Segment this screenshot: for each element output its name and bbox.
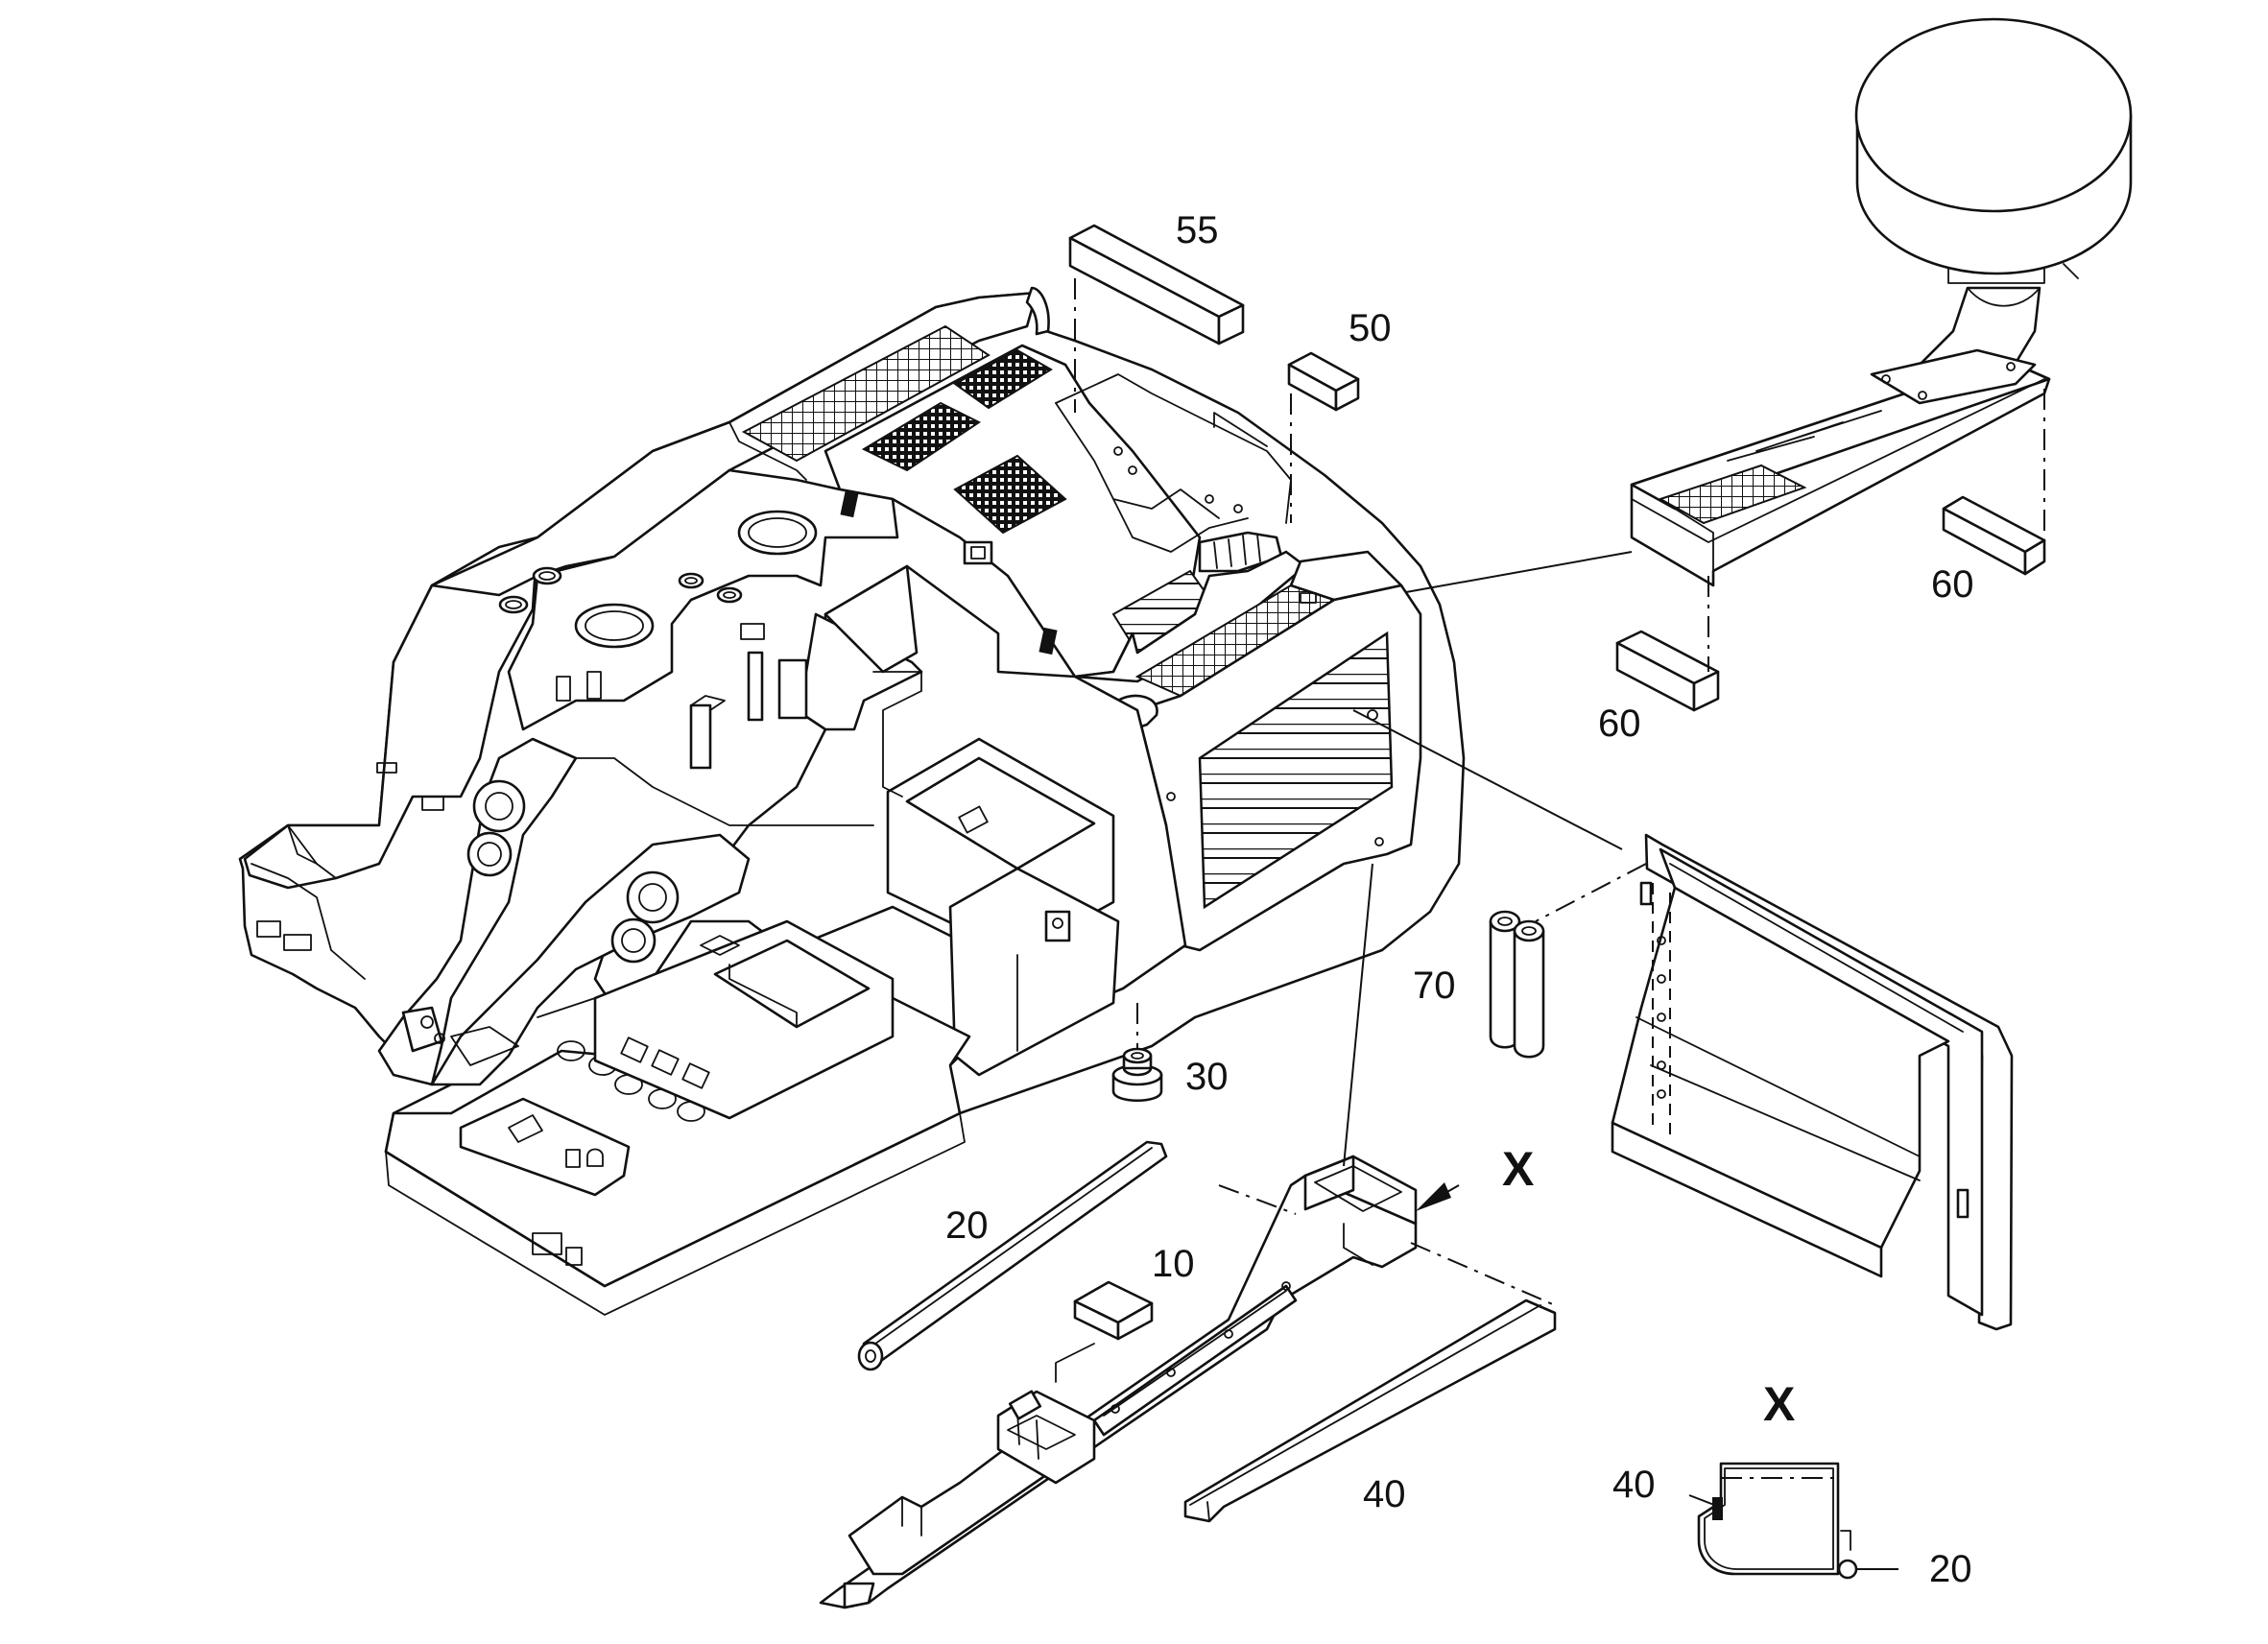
channel-frame (819, 1155, 1418, 1609)
left-top-grille (741, 324, 991, 463)
callout-70: 70 (1413, 965, 1456, 1007)
callout-30: 30 (1185, 1056, 1229, 1098)
light-slot (256, 920, 281, 938)
callout-60-lower: 60 (1598, 703, 1641, 745)
hood-vent-2 (953, 348, 1053, 410)
view-marker-x: X (1502, 1142, 1534, 1196)
part-40-strip (1183, 1299, 1557, 1523)
light-slot (283, 934, 312, 951)
box-latch (1044, 910, 1071, 942)
dash-line (1218, 1184, 1297, 1215)
hood-vent-3 (953, 454, 1067, 535)
callout-50: 50 (1349, 307, 1392, 349)
hood-vent-1 (861, 401, 981, 472)
leader-line (1352, 709, 1623, 850)
detail-callout-40: 40 (1612, 1464, 1656, 1506)
detail-callout-20: 20 (1929, 1548, 1972, 1590)
exhaust-pipe (1025, 286, 1050, 336)
part-30-mount (1111, 1047, 1163, 1102)
callout-55: 55 (1176, 209, 1219, 251)
part-10-pad (1073, 1280, 1154, 1341)
bracket-post (689, 703, 712, 770)
dash-line (1535, 863, 1647, 922)
part-60-block-lower (1615, 630, 1720, 712)
boom-foot-left (377, 737, 578, 1086)
detail-view-title: X (1763, 1377, 1795, 1431)
detail-view-x: X 40 20 (1612, 1377, 1972, 1590)
hood-switch (963, 540, 993, 565)
detail-strip-40 (1712, 1497, 1723, 1520)
deck-control-panel (459, 1097, 631, 1197)
dash-line (1410, 1242, 1556, 1306)
air-cleaner-grille (1658, 464, 1807, 525)
detail-rail-20 (1837, 1559, 1858, 1580)
part-50-block (1287, 351, 1360, 523)
callout-20: 20 (945, 1204, 989, 1247)
part-20-rail (857, 1140, 1168, 1371)
leader-line (1343, 863, 1373, 1167)
air-cleaner-assembly (1630, 17, 2133, 587)
machine-upper-frame (238, 286, 1466, 1316)
view-arrow-head (1416, 1182, 1451, 1211)
part-70-seals (1489, 910, 1545, 1059)
callout-60-upper: 60 (1931, 563, 1974, 606)
callout-10: 10 (1152, 1243, 1195, 1285)
part-55-block (1068, 224, 1245, 413)
part-60-block-upper (1942, 495, 2046, 576)
left-side-panel (243, 536, 539, 890)
leader-line (1055, 1343, 1095, 1383)
side-door-panel (1611, 833, 2014, 1331)
leader-line (1405, 551, 1633, 593)
callout-40: 40 (1363, 1473, 1406, 1515)
